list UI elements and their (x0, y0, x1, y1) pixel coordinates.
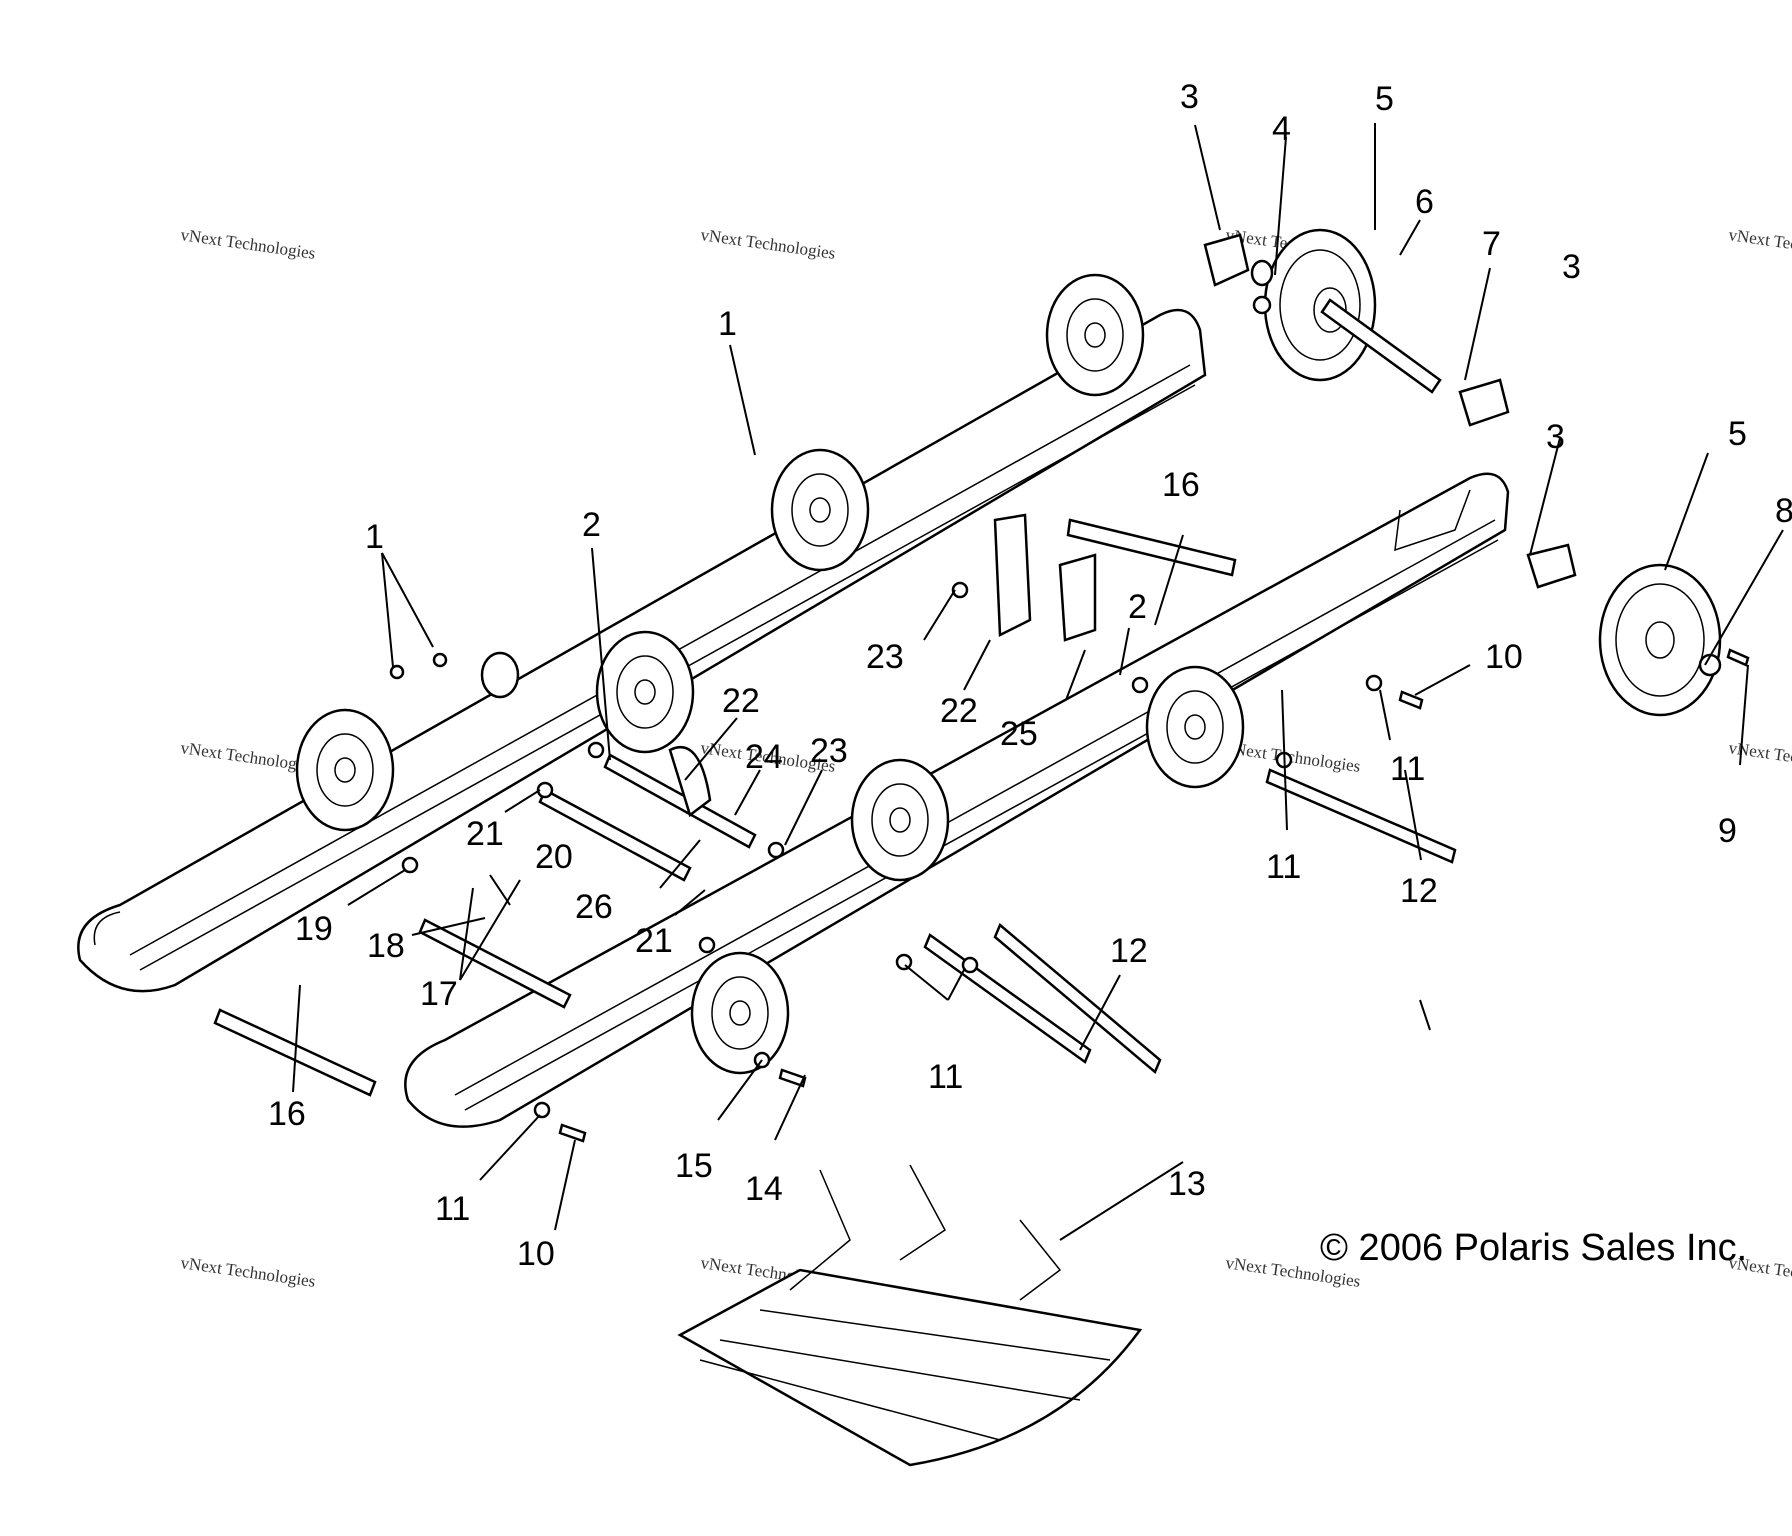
callout-1: 1 (365, 518, 384, 556)
leader-lines (292, 123, 1784, 1241)
svg-text:vNext Technologies: vNext Technologies (179, 225, 316, 263)
callout-7: 7 (1482, 225, 1501, 263)
callout-3: 3 (1180, 78, 1199, 116)
callout-24: 24 (745, 738, 783, 776)
callout-16: 16 (1162, 466, 1200, 504)
callout-10: 10 (1485, 638, 1523, 676)
callout-12: 12 (1110, 932, 1148, 970)
callout-3: 3 (1562, 248, 1581, 286)
wheel (1045, 273, 1145, 397)
callout-16: 16 (268, 1095, 306, 1133)
svg-text:vNext Technologies: vNext Technologies (1727, 738, 1792, 776)
callout-4: 4 (1272, 110, 1291, 148)
callout-5: 5 (1728, 415, 1747, 453)
callout-17: 17 (420, 975, 458, 1013)
callout-15: 15 (675, 1147, 713, 1185)
callout-23: 23 (866, 638, 904, 676)
callout-2: 2 (1128, 588, 1147, 626)
callout-11: 11 (1266, 848, 1301, 886)
callout-11: 11 (1390, 750, 1425, 788)
hardware (480, 233, 1722, 818)
track (677, 1164, 1143, 1467)
svg-text:vNext Technologies: vNext Technologies (1224, 738, 1361, 776)
callout-14: 14 (745, 1170, 783, 1208)
washers (389, 295, 1383, 1119)
callout-1: 1 (718, 305, 737, 343)
callout-10: 10 (517, 1235, 555, 1273)
callout-2: 2 (582, 506, 601, 544)
wheel (690, 951, 790, 1075)
callout-20: 20 (535, 838, 573, 876)
callout-9: 9 (1718, 812, 1737, 850)
callout-23: 23 (810, 732, 848, 770)
callout-13: 13 (1168, 1165, 1206, 1203)
copyright-notice: © 2006 Polaris Sales Inc. (1320, 1227, 1747, 1269)
right-rail (404, 472, 1510, 1128)
bolts (558, 648, 1750, 1143)
callout-8: 8 (1775, 492, 1792, 530)
wheel (1145, 665, 1245, 789)
callout-6: 6 (1415, 183, 1434, 221)
watermark: vNext Technologies (1224, 738, 1361, 776)
shafts (213, 298, 1457, 1097)
watermark: vNext Technologies (1727, 225, 1792, 263)
svg-text:vNext Technologies: vNext Technologies (1727, 225, 1792, 263)
callout-22: 22 (722, 682, 760, 720)
watermark: vNext Technologies (699, 225, 836, 263)
watermark: vNext Technologies (1727, 738, 1792, 776)
wheel (295, 708, 395, 832)
svg-text:vNext Technologies: vNext Technologies (179, 1253, 316, 1291)
watermark: vNext Technologies (179, 1253, 316, 1291)
callout-5: 5 (1375, 80, 1394, 118)
callout-3: 3 (1546, 418, 1565, 456)
callout-18: 18 (367, 927, 405, 965)
svg-text:vNext Technologies: vNext Technologies (699, 225, 836, 263)
wheel (595, 630, 695, 754)
callout-12: 12 (1400, 872, 1438, 910)
wheel (850, 758, 950, 882)
callout-11: 11 (435, 1190, 470, 1228)
watermark: vNext Technologies (179, 225, 316, 263)
callouts: 1 1 2 2 3 3 3 4 5 5 6 7 8 9 10 10 11 11 … (268, 78, 1792, 1273)
wheel (770, 448, 870, 572)
callout-26: 26 (575, 888, 613, 926)
rear-wheel (1598, 563, 1722, 717)
callout-21: 21 (466, 815, 504, 853)
callout-21: 21 (635, 922, 673, 960)
idler-wheels (295, 228, 1722, 1075)
rear-wheel (1263, 228, 1377, 382)
callout-11: 11 (928, 1058, 963, 1096)
callout-25: 25 (1000, 715, 1038, 753)
callout-22: 22 (940, 692, 978, 730)
callout-19: 19 (295, 910, 333, 948)
